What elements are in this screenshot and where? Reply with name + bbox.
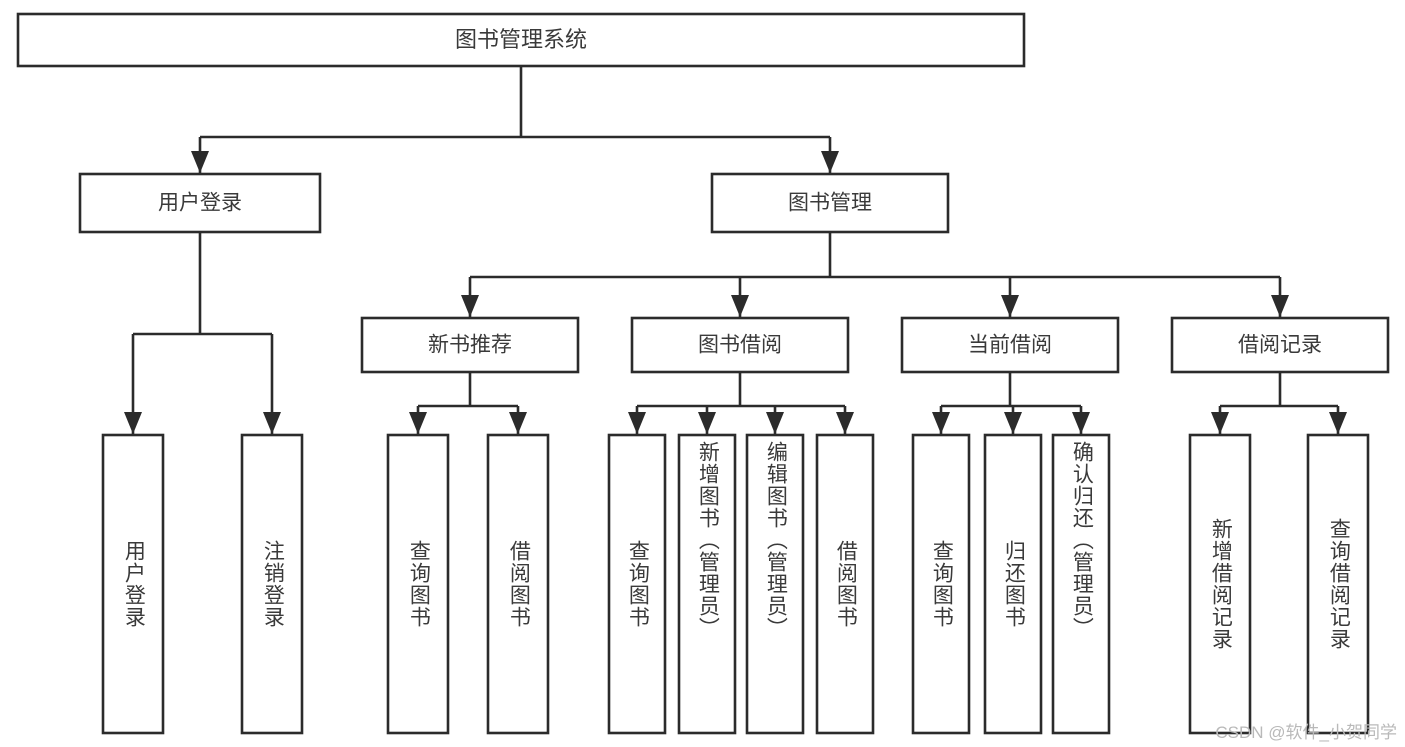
arrow-head-icon [836,412,854,434]
node-box-current-borrow[interactable] [900,316,1120,374]
arrow-head-icon [191,151,209,173]
node-box-leaf-user-login[interactable] [101,433,165,735]
node-box-book-borrow[interactable] [630,316,850,374]
node-box-leaf-borrow-book-recommend[interactable] [486,433,550,735]
node-box-leaf-confirm-return-admin[interactable] [1051,433,1111,735]
arrow-head-icon [731,295,749,317]
arrow-head-icon [1329,412,1347,434]
arrow-head-icon [1211,412,1229,434]
arrow-head-icon [1001,295,1019,317]
node-box-borrow-record[interactable] [1170,316,1390,374]
arrow-head-icon [1271,295,1289,317]
node-box-new-book-recommend[interactable] [360,316,580,374]
arrow-head-icon [1072,412,1090,434]
node-label-book-borrow: 图书借阅 [698,334,782,357]
node-box-layer [16,12,1390,735]
node-box-leaf-query-book-borrow[interactable] [607,433,667,735]
arrow-head-icon [821,151,839,173]
node-box-leaf-add-borrow-record[interactable] [1188,433,1252,735]
node-box-leaf-logout-login[interactable] [240,433,304,735]
node-label-root: 图书管理系统 [455,27,587,52]
node-box-book-management[interactable] [710,172,950,234]
node-box-leaf-edit-book-admin[interactable] [745,433,805,735]
arrow-head-icon [124,412,142,434]
arrow-head-icon [698,412,716,434]
node-box-root[interactable] [16,12,1026,68]
node-box-leaf-query-book-current[interactable] [911,433,971,735]
arrow-head-icon [263,412,281,434]
node-label-book-management: 图书管理 [788,192,872,215]
arrow-head-icon [628,412,646,434]
node-box-leaf-query-borrow-record[interactable] [1306,433,1370,735]
node-box-leaf-return-book[interactable] [983,433,1043,735]
arrow-head-icon [461,295,479,317]
node-label-new-book-recommend: 新书推荐 [428,334,512,357]
watermark-text: CSDN @软件_小贺同学 [1215,723,1397,742]
arrow-head-icon [1004,412,1022,434]
node-box-leaf-query-book-recommend[interactable] [386,433,450,735]
node-box-user-login[interactable] [78,172,322,234]
connector-layer [124,66,1347,434]
node-label-borrow-record: 借阅记录 [1238,334,1322,357]
node-box-leaf-add-book-admin[interactable] [677,433,737,735]
node-box-leaf-borrow-book[interactable] [815,433,875,735]
arrow-head-icon [409,412,427,434]
node-label-current-borrow: 当前借阅 [968,334,1052,357]
arrow-head-icon [932,412,950,434]
arrow-head-icon [766,412,784,434]
arrow-head-icon [509,412,527,434]
node-label-user-login: 用户登录 [158,192,242,215]
